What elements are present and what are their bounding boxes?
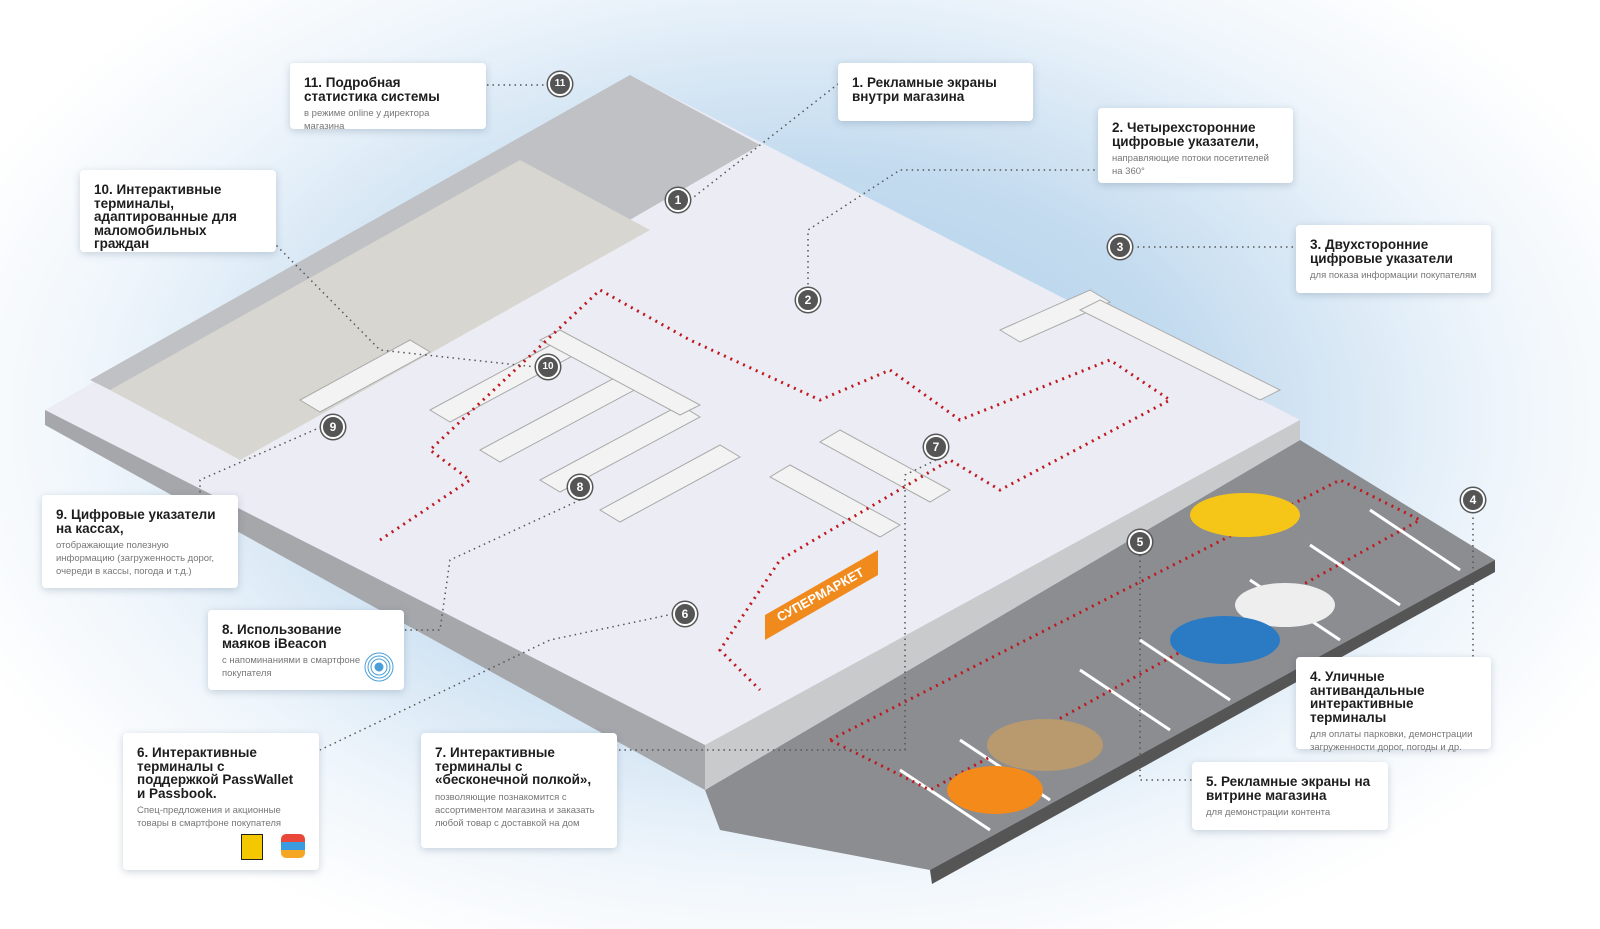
callout-title: 11. Подробная статистика системы	[304, 75, 440, 104]
marker-10[interactable]: 10	[536, 355, 560, 379]
callout-3: 3. Двухсторонние цифровые указатели для п…	[1296, 225, 1491, 293]
ibeacon-icon	[364, 652, 394, 682]
passwallet-icon	[281, 834, 305, 858]
customer-route	[379, 288, 1173, 692]
parking-lot	[705, 440, 1495, 870]
callout-desc: для демонстрации контента	[1206, 807, 1331, 818]
callout-title: 10. Интерактивные терминалы, адаптирован…	[94, 182, 237, 251]
callout-desc: для показа информации покупателям	[1310, 270, 1477, 281]
callout-desc: для оплаты парковки, демонстрации загруж…	[1310, 729, 1473, 753]
callout-desc: позволяющие познакомится с ассортиментом…	[435, 791, 595, 829]
cars	[947, 493, 1335, 814]
marker-9[interactable]: 9	[321, 415, 345, 439]
marker-6[interactable]: 6	[673, 602, 697, 626]
callout-title: 9. Цифровые указатели на кассах,	[56, 507, 216, 536]
callout-desc: Спец-предложения и акционные товары в см…	[137, 805, 282, 829]
store-side-wall	[705, 420, 1300, 790]
callout-9: 9. Цифровые указатели на кассах, отобража…	[42, 495, 238, 588]
callout-title: 5. Рекламные экраны на витрине магазина	[1206, 774, 1371, 803]
marker-3[interactable]: 3	[1108, 235, 1132, 259]
callout-title: 3. Двухсторонние цифровые указатели	[1310, 237, 1453, 266]
marker-11[interactable]: 11	[548, 72, 572, 96]
callout-title: 1. Рекламные экраны внутри магазина	[852, 75, 997, 104]
callout-desc: отображающие полезную информацию (загруж…	[56, 540, 215, 577]
callout-desc: направляющие потоки посетителей на 360°	[1112, 153, 1269, 177]
callout-title: 6. Интерактивные терминалы с поддержкой …	[137, 745, 294, 801]
callout-11: 11. Подробная статистика системы в режиме…	[290, 63, 486, 132]
marker-7[interactable]: 7	[924, 435, 948, 459]
leader-lines	[199, 83, 1474, 781]
marker-8[interactable]: 8	[568, 475, 592, 499]
callout-6: 6. Интерактивные терминалы с поддержкой …	[123, 733, 319, 870]
callout-1: 1. Рекламные экраны внутри магазина	[838, 63, 1033, 121]
callout-title: 7. Интерактивные терминалы с «бесконечно…	[435, 745, 592, 787]
callout-4: 4. Уличные антивандальные интерактивные …	[1296, 657, 1491, 753]
marker-5[interactable]: 5	[1128, 530, 1152, 554]
callout-title: 8. Использование маяков iBeacon	[222, 622, 342, 651]
office-floor	[110, 160, 650, 460]
callout-desc: с напоминаниями в смартфоне покупателя	[222, 655, 361, 679]
callout-7: 7. Интерактивные терминалы с «бесконечно…	[421, 733, 617, 848]
callout-10: 10. Интерактивные терминалы, адаптирован…	[80, 170, 276, 252]
callout-8: 8. Использование маяков iBeacon с напомин…	[208, 610, 404, 690]
marker-1[interactable]: 1	[666, 188, 690, 212]
callout-5: 5. Рекламные экраны на витрине магазина д…	[1192, 762, 1388, 830]
passbook-icon	[241, 834, 263, 860]
marker-2[interactable]: 2	[796, 288, 820, 312]
marker-4[interactable]: 4	[1461, 488, 1485, 512]
callout-title: 4. Уличные антивандальные интерактивные …	[1310, 669, 1425, 725]
callout-desc: в режиме online у директора магазина	[304, 108, 430, 132]
callout-title: 2. Четырехсторонние цифровые указатели,	[1112, 120, 1259, 149]
callout-2: 2. Четырехсторонние цифровые указатели, н…	[1098, 108, 1293, 183]
parking-curb	[930, 560, 1495, 884]
